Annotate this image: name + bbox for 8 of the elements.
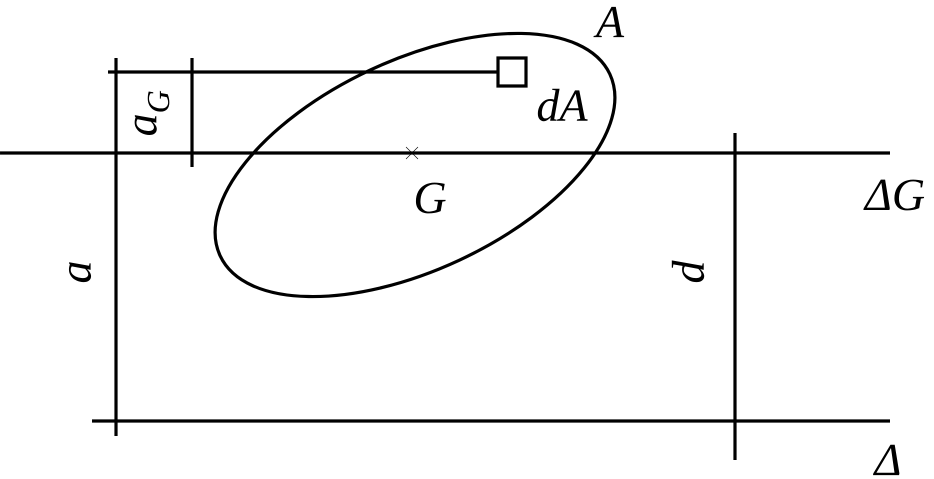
area-label: A [593,6,624,38]
dimension-label: a [68,262,92,282]
point-label: G [416,182,446,214]
dimension-label: d [672,260,704,282]
axis-label: ΔG [863,180,924,210]
area-label: dA [538,88,588,122]
axis-label: Δ [872,444,900,476]
dimension-label: a$_{G}$ [134,90,170,135]
